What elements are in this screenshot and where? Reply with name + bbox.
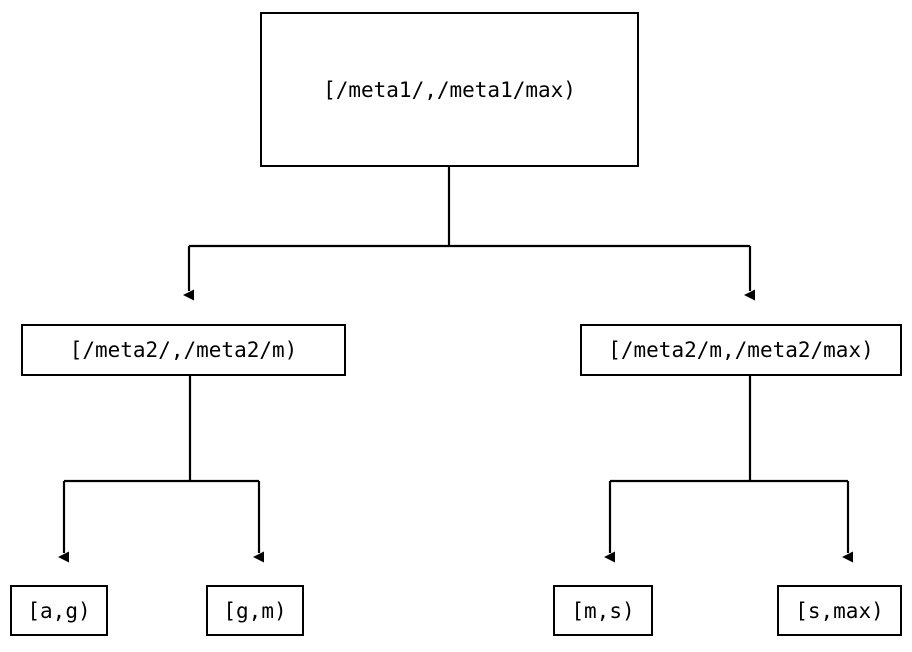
node-leaf-m-s-label: [m,s) [571, 598, 635, 623]
node-mid-left-label: [/meta2/,/meta2/m) [69, 338, 298, 362]
node-mid-left[interactable]: [/meta2/,/meta2/m) [21, 324, 346, 376]
edge-mid-right-to-leaves [604, 375, 853, 563]
node-root-label: [/meta1/,/meta1/max) [323, 77, 576, 102]
node-leaf-a-g[interactable]: [a,g) [10, 585, 108, 636]
edge-root-to-mid-level [183, 167, 755, 301]
node-leaf-a-g-label: [a,g) [27, 598, 91, 623]
node-leaf-g-m[interactable]: [g,m) [206, 585, 304, 636]
node-mid-right-label: [/meta2/m,/meta2/max) [608, 338, 874, 362]
node-leaf-m-s[interactable]: [m,s) [553, 585, 653, 636]
node-leaf-s-max-label: [s,max) [795, 598, 884, 623]
node-root[interactable]: [/meta1/,/meta1/max) [260, 12, 639, 167]
node-leaf-g-m-label: [g,m) [223, 598, 287, 623]
edge-mid-left-to-leaves [58, 375, 264, 563]
node-mid-right[interactable]: [/meta2/m,/meta2/max) [580, 324, 902, 376]
node-leaf-s-max[interactable]: [s,max) [777, 585, 902, 636]
